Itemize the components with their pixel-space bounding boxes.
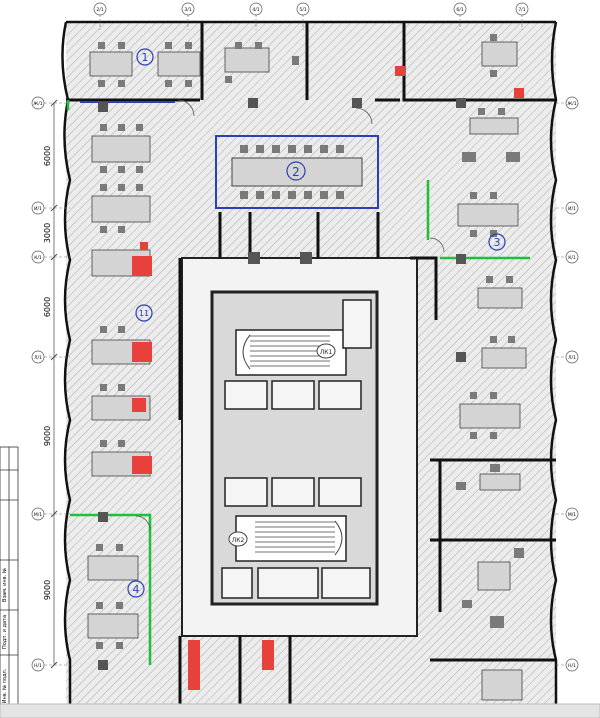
axis-mark-top-4: 5/1 xyxy=(299,7,306,13)
top-axis-lines xyxy=(99,14,523,30)
row-mark-left-3: К/1 xyxy=(34,255,42,261)
dimension-3000: 3000 xyxy=(43,223,52,243)
door-swings xyxy=(135,99,445,531)
partition-walls xyxy=(66,22,556,712)
row-mark-right-6: Н/1 xyxy=(568,663,576,669)
dimension-9000-b: 9000 xyxy=(43,580,52,600)
row-mark-right-1: Ж/1 xyxy=(567,101,576,107)
stair-2-label: ЛК2 xyxy=(232,537,245,544)
bottom-border xyxy=(0,703,600,718)
right-open-chairs xyxy=(456,108,524,628)
row-mark-left-6: Н/1 xyxy=(34,663,42,669)
zone-label-4: 4 xyxy=(133,583,140,596)
row-mark-left-4: Л/1 xyxy=(34,355,42,361)
meeting-chairs-2 xyxy=(240,145,344,199)
zone-label-2: 2 xyxy=(292,165,300,179)
right-open-desks xyxy=(457,117,527,701)
axis-mark-top-2: 3/1 xyxy=(184,7,191,13)
row-mark-left-1: Ж/1 xyxy=(33,101,42,107)
stair-1-label-bubble xyxy=(316,343,336,359)
glass-partitions-green xyxy=(66,100,530,665)
zone-label-1: 1 xyxy=(142,51,149,64)
row-mark-right-3: К/1 xyxy=(568,255,576,261)
structural-columns xyxy=(98,98,466,670)
stair-2-label-bubble xyxy=(228,531,248,547)
stamp-sign-date: Подп. и дата xyxy=(2,615,8,649)
dimension-ticks xyxy=(50,99,58,669)
axis-mark-top-1: 2/1 xyxy=(96,7,103,13)
zone-label-11: 11 xyxy=(139,309,149,318)
row-axis-bubbles xyxy=(31,96,579,672)
dimension-6000-a: 6000 xyxy=(43,146,52,166)
stair-2 xyxy=(235,515,347,562)
dimension-9000-a: 9000 xyxy=(43,426,52,446)
stamp-inv-no: Инв. № подл. xyxy=(2,668,8,703)
red-storage-units xyxy=(132,66,524,690)
meeting-table-2 xyxy=(231,157,363,187)
axis-mark-top-6: 7/1 xyxy=(518,7,525,13)
stair-1-label: ЛК1 xyxy=(320,349,333,356)
stamp-replace-inv: Взам. инв. № xyxy=(2,567,8,602)
row-mark-right-5: М/1 xyxy=(568,512,576,518)
facade-walls xyxy=(61,20,558,712)
dimension-6000-b: 6000 xyxy=(43,297,52,317)
row-axis-lines xyxy=(44,102,566,666)
row-mark-right-2: И/1 xyxy=(568,206,576,212)
top-axis-bubbles xyxy=(93,2,529,16)
core-rooms xyxy=(221,299,372,599)
row-mark-left-2: И/1 xyxy=(34,206,42,212)
zone-markers xyxy=(127,48,506,598)
zone-1-chairs xyxy=(98,34,497,87)
zone-label-3: 3 xyxy=(494,236,501,249)
row-mark-left-5: М/1 xyxy=(34,512,42,518)
axis-mark-top-3: 4/1 xyxy=(252,7,259,13)
left-open-chairs xyxy=(96,124,143,649)
glass-partitions-blue xyxy=(80,101,379,209)
zone-1-desks xyxy=(89,41,518,77)
axis-mark-top-5: 6/1 xyxy=(456,7,463,13)
row-mark-right-4: Л/1 xyxy=(568,355,576,361)
